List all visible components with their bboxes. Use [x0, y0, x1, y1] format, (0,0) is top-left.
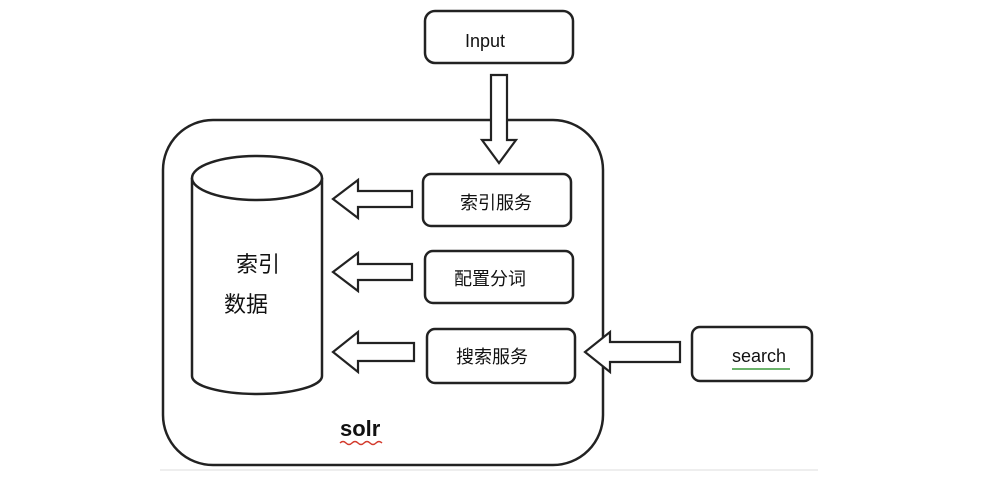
hollow-arrow-left-icon [583, 329, 682, 375]
search-service-box [425, 327, 577, 385]
solr-container [161, 118, 605, 467]
hollow-arrow-left-icon [331, 329, 416, 375]
search-box [690, 325, 814, 383]
index-data-label-line2: 数据 [224, 293, 268, 318]
search-label: search [732, 346, 786, 366]
config-tokenizer-box [423, 249, 575, 305]
hollow-arrow-down-icon [479, 73, 519, 165]
search-service-label: 搜索服务 [456, 347, 528, 368]
database-cylinder-icon [190, 154, 324, 396]
spellcheck-underline [339, 440, 383, 446]
index-data-label-line1: 索引 [236, 253, 280, 278]
input-label: Input [465, 31, 505, 51]
hollow-arrow-left-icon [331, 250, 414, 294]
config-tokenizer-label: 配置分词 [454, 269, 526, 290]
index-service-label: 索引服务 [460, 193, 532, 214]
input-box [423, 9, 575, 65]
solr-label: solr [340, 416, 381, 441]
hollow-arrow-left-icon [331, 177, 414, 221]
index-service-box [421, 172, 573, 228]
